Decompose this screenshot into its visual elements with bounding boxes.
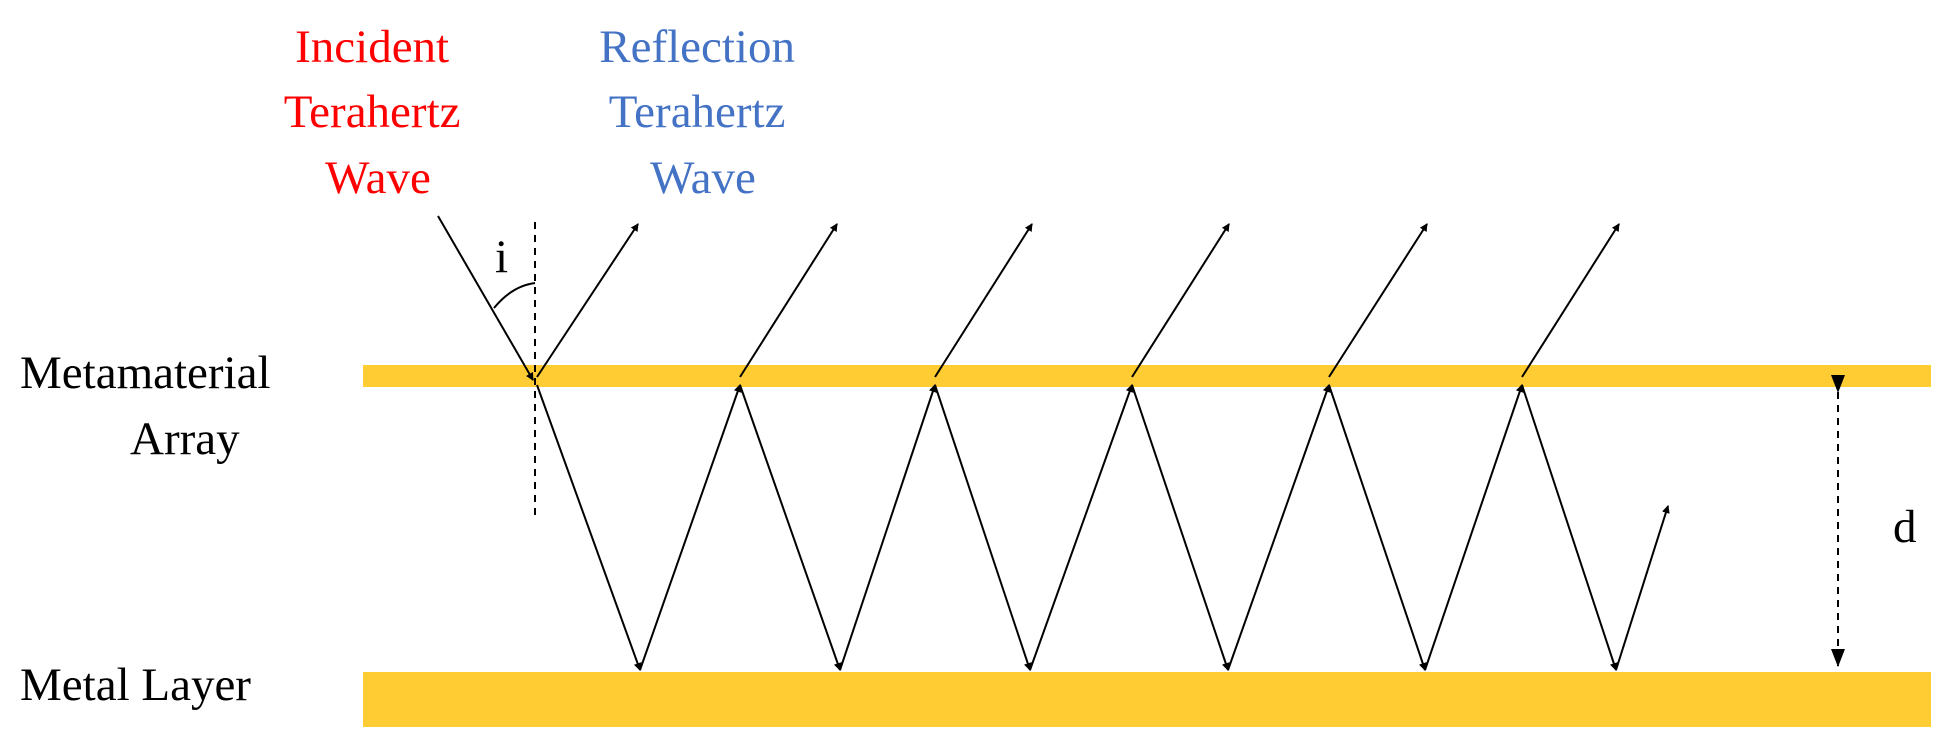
bounce-down-4 [1131, 384, 1230, 671]
reflected-ray-4 [1131, 223, 1230, 378]
thickness-label: d [1893, 501, 1917, 553]
reflection-label-line-3: Wave [650, 152, 756, 204]
reflected-rays [536, 223, 1620, 378]
bounce-down-6 [1521, 384, 1618, 671]
incident-label: Incident Terahertz Wave [284, 21, 472, 204]
bounce-up-2 [839, 384, 937, 671]
reflected-ray-2 [739, 223, 838, 378]
bounce-down-1 [536, 384, 642, 671]
bounce-down-5 [1328, 384, 1427, 671]
bounce-down-3 [934, 384, 1032, 671]
incident-ray [437, 215, 534, 381]
metamaterial-array-layer [363, 365, 1931, 387]
reflected-ray-1 [536, 223, 639, 378]
reflected-ray-3 [934, 223, 1033, 378]
reflected-ray-5 [1328, 223, 1428, 378]
bounce-up-6 [1615, 505, 1670, 671]
metamaterial-array-label: Metamaterial Array [20, 347, 282, 465]
incidence-angle-arc [493, 282, 536, 309]
reflected-ray-6 [1521, 223, 1620, 378]
incidence-angle-label: i [495, 231, 508, 283]
reflection-label-line-2: Terahertz [609, 86, 786, 138]
metamaterial-label-line-2: Array [130, 413, 240, 465]
incident-label-line-2: Terahertz [284, 86, 461, 138]
internal-bounce-rays [536, 384, 1670, 671]
bounce-down-2 [739, 384, 842, 671]
bounce-up-1 [639, 384, 742, 671]
bounce-up-3 [1029, 384, 1134, 671]
bounce-up-5 [1424, 384, 1524, 671]
metamaterial-label-line-1: Metamaterial [20, 347, 271, 399]
bounce-up-4 [1227, 384, 1331, 671]
metal-layer [363, 672, 1931, 727]
reflection-label: Reflection Terahertz Wave [599, 21, 807, 204]
incident-label-line-1: Incident [295, 21, 449, 73]
metal-layer-label: Metal Layer [20, 659, 251, 711]
reflection-label-line-1: Reflection [599, 21, 795, 73]
incident-label-line-3: Wave [325, 152, 431, 204]
